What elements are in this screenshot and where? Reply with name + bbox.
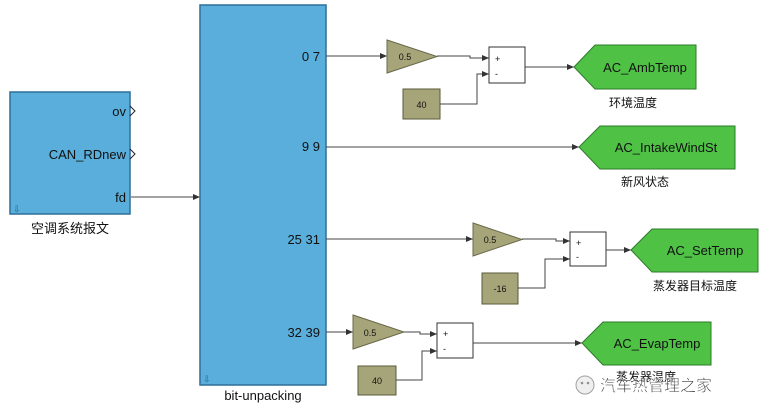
unpack-output-label-2: 9 9 (302, 139, 320, 154)
wechat-logo-icon (575, 375, 595, 395)
goto-caption-4: 蒸发器温度 (616, 369, 676, 384)
wire-const-to-sum-1 (440, 71, 489, 105)
gain-value-1: 0.5 (399, 52, 412, 62)
bit-unpacking-block[interactable]: 0 7 9 9 25 31 32 39 ⇩ (199, 4, 327, 386)
constant-value-1: 40 (416, 100, 426, 110)
goto-tag-ac-settemp: AC_SetTemp (667, 243, 744, 258)
goto-tag-ac-evaptemp: AC_EvapTemp (614, 336, 701, 351)
sum-sign-minus-1: - (495, 69, 498, 79)
gain-block-4[interactable]: 0.5 (352, 314, 406, 350)
subsystem-block[interactable]: ov CAN_RDnew fd ⇩ (9, 91, 136, 215)
watermark-text: 汽车热管理之家 (600, 376, 712, 395)
goto-block-ac-evaptemp[interactable]: AC_EvapTemp (581, 321, 712, 366)
wire-const-to-sum-4 (396, 348, 437, 381)
goto-block-ac-intakewindst[interactable]: AC_IntakeWindSt (578, 125, 736, 170)
sum-sign-plus-3: + (576, 238, 581, 248)
sum-sign-minus-3: - (576, 252, 579, 262)
goto-caption-2: 新风状态 (621, 174, 669, 189)
unpack-output-label-1: 0 7 (302, 49, 320, 64)
goto-caption-1: 环境温度 (609, 95, 657, 110)
unpack-caption: bit-unpacking (224, 388, 301, 403)
goto-tag-ac-intakewindst: AC_IntakeWindSt (615, 140, 718, 155)
unpack-output-label-4: 32 39 (287, 325, 320, 340)
gain-block-3[interactable]: 0.5 (472, 222, 524, 257)
sum-sign-plus-4: + (443, 329, 448, 339)
subsystem-mask-icon: ⇩ (13, 204, 21, 214)
sum-sign-minus-4: - (443, 344, 446, 354)
unpack-mask-icon: ⇩ (203, 374, 211, 384)
sum-block-3[interactable]: + - (569, 231, 607, 267)
gain-block-1[interactable]: 0.5 (386, 39, 439, 74)
subsystem-port-fd: fd (115, 190, 126, 205)
unpack-output-label-3: 25 31 (287, 232, 320, 247)
constant-block-4[interactable]: 40 (357, 365, 397, 396)
wire-const-to-sum-3 (518, 256, 570, 289)
wire-gain-to-sum-1 (437, 55, 489, 61)
sum-block-1[interactable]: + - (488, 46, 526, 84)
constant-block-1[interactable]: 40 (402, 88, 441, 120)
goto-block-ac-ambtemp[interactable]: AC_AmbTemp (573, 44, 697, 90)
constant-value-4: 40 (372, 376, 382, 386)
constant-value-3: -16 (493, 284, 506, 294)
goto-caption-3: 蒸发器目标温度 (653, 278, 737, 293)
goto-tag-ac-ambtemp: AC_AmbTemp (603, 60, 687, 75)
wire-gain-to-sum-4 (404, 331, 437, 337)
subsystem-port-ov: ov (112, 104, 126, 119)
subsystem-port-can-rdnew: CAN_RDnew (49, 147, 127, 162)
wire-gain-to-sum-3 (522, 238, 570, 244)
sum-sign-plus-1: + (495, 54, 500, 64)
constant-block-3[interactable]: -16 (481, 272, 519, 305)
goto-block-ac-settemp[interactable]: AC_SetTemp (630, 228, 759, 273)
gain-value-3: 0.5 (484, 235, 497, 245)
gain-value-4: 0.5 (364, 328, 377, 338)
watermark: 汽车热管理之家 (575, 375, 712, 395)
sum-block-4[interactable]: + - (436, 322, 474, 359)
subsystem-caption: 空调系统报文 (31, 222, 109, 237)
